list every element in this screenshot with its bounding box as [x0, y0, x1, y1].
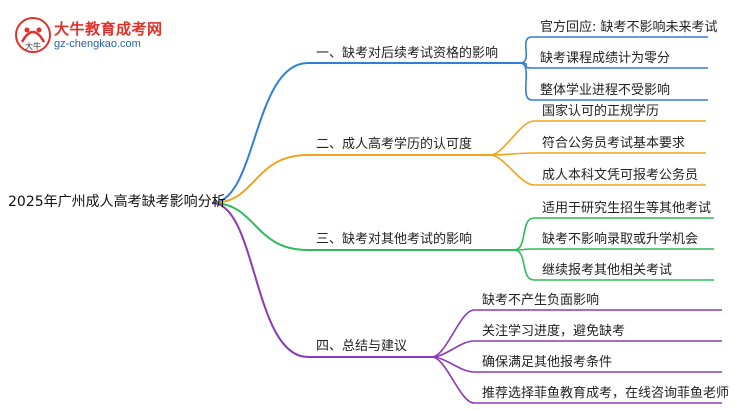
root-node: 2025年广州成人高考缺考影响分析: [8, 194, 226, 210]
branch-node-2: 二、成人高考学历的认可度: [316, 137, 473, 152]
leaf-node: 缺考课程成绩计为零分: [540, 51, 671, 66]
leaf-connector: [519, 62, 533, 101]
site-logo: 大牛 大牛教育成考网 gz-chengkao.com: [14, 16, 164, 56]
leaf-connector: [489, 120, 535, 156]
leaf-node: 关注学习进度，避免缺考: [482, 324, 626, 339]
leaf-node: 官方回应: 缺考不影响未来考试: [540, 20, 718, 35]
logo-mark-text: 大牛: [25, 41, 41, 51]
branch-connector-3: [211, 202, 309, 251]
leaf-node: 缺考不影响录取或升学机会: [542, 232, 699, 247]
leaf-node: 推荐选择菲鱼教育成考，在线咨询菲鱼老师: [482, 386, 730, 401]
leaf-node: 继续报考其他相关考试: [542, 263, 673, 278]
leaf-node: 成人本科文凭可报考公务员: [542, 168, 699, 183]
branch-node-4: 四、总结与建议: [316, 339, 408, 354]
branch-connector-1: [211, 62, 309, 204]
branch-connector-4: [211, 202, 309, 358]
branch-connector-2: [211, 154, 309, 204]
leaf-connector: [489, 154, 535, 186]
leaf-connector: [513, 249, 535, 281]
leaf-node: 缺考不产生负面影响: [482, 293, 600, 308]
leaf-node: 国家认可的正规学历: [542, 104, 660, 119]
leaf-connector: [513, 217, 535, 251]
leaf-node: 确保满足其他报考条件: [482, 355, 613, 370]
leaf-node: 适用于研究生招生等其他考试: [542, 201, 712, 216]
leaf-connector: [431, 356, 475, 404]
logo-url: gz-chengkao.com: [54, 38, 141, 50]
branch-node-1: 一、缺考对后续考试资格的影响: [316, 46, 499, 61]
logo-mark-icon: 大牛: [15, 17, 51, 53]
leaf-node: 整体学业进程不受影响: [540, 83, 671, 98]
branch-node-3: 三、缺考对其他考试的影响: [316, 232, 473, 247]
leaf-node: 符合公务员考试基本要求: [542, 136, 686, 151]
logo-title: 大牛教育成考网: [54, 20, 163, 38]
leaf-connector: [431, 309, 475, 358]
leaf-connector: [431, 340, 475, 358]
leaf-connector: [519, 36, 533, 64]
